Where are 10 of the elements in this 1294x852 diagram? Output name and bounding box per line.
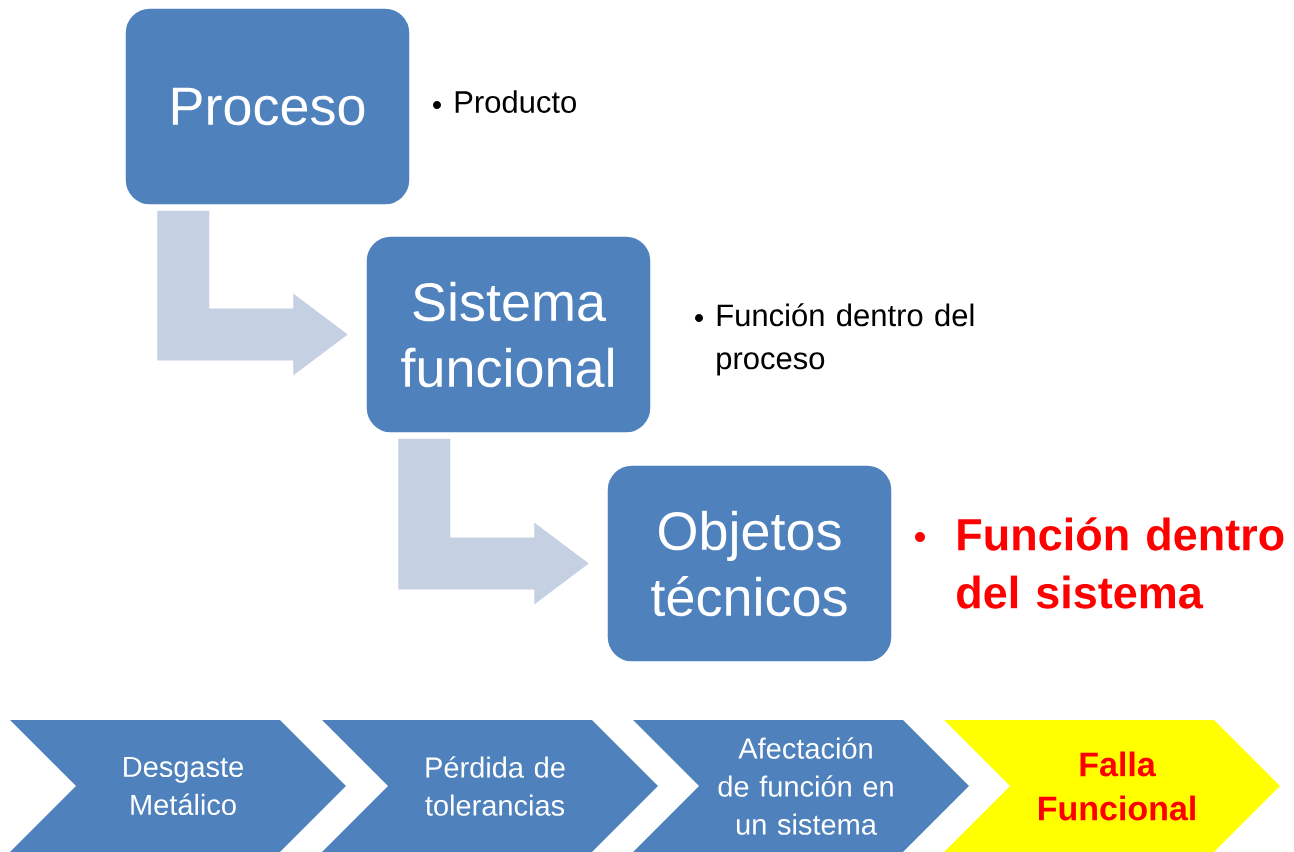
process-box: Sistema funcional — [365, 235, 652, 434]
bullet-text: Función dentro del proceso — [717, 303, 974, 376]
process-step: Afectación de función en un sistema — [633, 720, 969, 852]
process-step: Falla Funcional — [944, 720, 1280, 852]
bullet-text: Producto — [455, 90, 576, 113]
process-step: Pérdida de tolerancias — [322, 720, 658, 852]
process-box: Proceso — [124, 7, 411, 206]
bullet-text: Función dentro del sistema — [957, 517, 1284, 609]
process-step: Desgaste Metálico — [10, 720, 346, 852]
process-box: Objetos técnicos — [606, 464, 893, 663]
